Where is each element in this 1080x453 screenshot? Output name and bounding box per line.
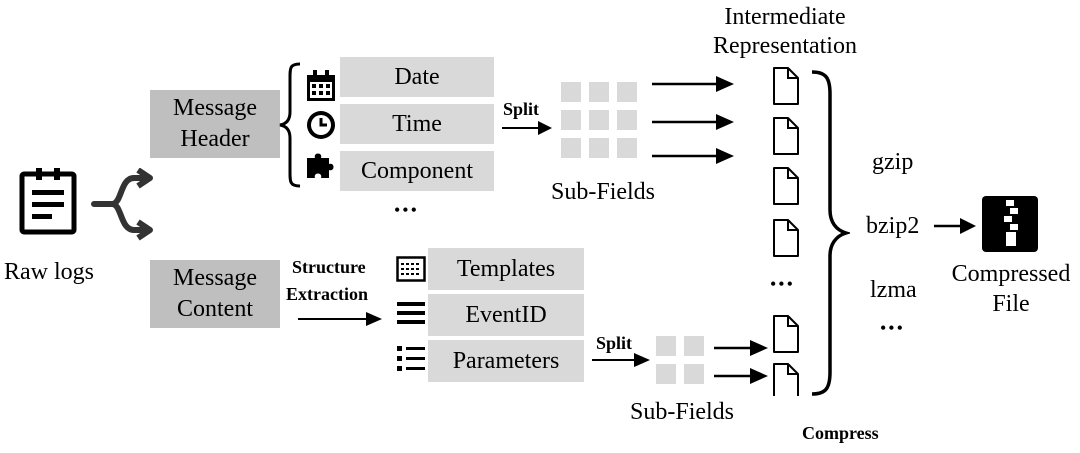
compressed-file-label-line1: Compressed [951,261,1071,287]
compress-brace [811,70,850,396]
intermediate-label-line1: Intermediate [724,4,846,30]
file-icon [773,315,799,353]
message-header-label-line2: Header [180,126,250,152]
clock-icon [307,111,335,139]
list-lines-icon [397,302,425,324]
field-date-label: Date [394,64,440,90]
message-content-label-line2: Content [177,296,253,322]
header-brace [279,62,301,188]
structure-extraction-line2: Extraction [286,284,368,304]
bullet-list-icon [397,346,425,371]
message-content-label-line1: Message [173,265,257,291]
sub-fields-label-bottom: Sub-Fields [630,399,735,425]
compressor-bzip2: bzip2 [866,213,920,239]
file-icon [773,363,799,396]
message-header-box [150,90,280,158]
fork-arrow-icon [91,168,153,241]
structure-extraction-line1: Structure [292,257,366,277]
field-templates-box [428,248,584,290]
compressors-ellipsis: ••• [880,318,905,338]
sub-fields-to-ir-arrows [652,76,734,164]
compressed-file-label-line2: File [992,291,1030,317]
file-icon [773,67,799,105]
file-icon [773,167,799,205]
field-time-label: Time [392,111,442,137]
bottom-sub-fields-arrows [714,340,768,384]
compress-arrow [934,218,976,234]
field-parameters-box [428,340,584,382]
calendar-icon [307,70,335,101]
message-content-box [150,260,280,328]
split-arrow-bottom [592,353,650,367]
split-label-bottom: Split [596,333,633,353]
field-eventid-box [428,294,584,336]
template-icon [396,256,426,282]
compressor-lzma: lzma [870,277,917,303]
message-header-label-line1: Message [173,95,257,121]
files-ellipsis: ••• [770,274,795,294]
raw-logs-label: Raw logs [4,259,94,285]
intermediate-label-line2: Representation [713,33,857,59]
field-component-label: Component [361,158,473,184]
puzzle-piece-icon [307,153,334,178]
field-templates-label: Templates [456,256,556,282]
split-arrow-top [502,121,552,135]
field-date-box [340,57,494,97]
field-parameters-label: Parameters [452,348,560,374]
intermediate-files [773,67,799,396]
structure-extraction-arrow [298,312,382,326]
header-ellipsis: ••• [394,200,419,220]
zip-file-icon [982,196,1038,252]
split-label-top: Split [503,99,540,119]
field-eventid-label: EventID [465,302,547,328]
field-component-box [340,151,494,191]
file-icon [773,117,799,155]
compressor-gzip: gzip [872,149,914,175]
clipboard-log-icon [19,168,77,235]
sub-fields-label-top: Sub-Fields [551,179,656,205]
field-time-box [340,104,494,144]
compress-label: Compress [802,423,879,443]
file-icon [773,219,799,257]
